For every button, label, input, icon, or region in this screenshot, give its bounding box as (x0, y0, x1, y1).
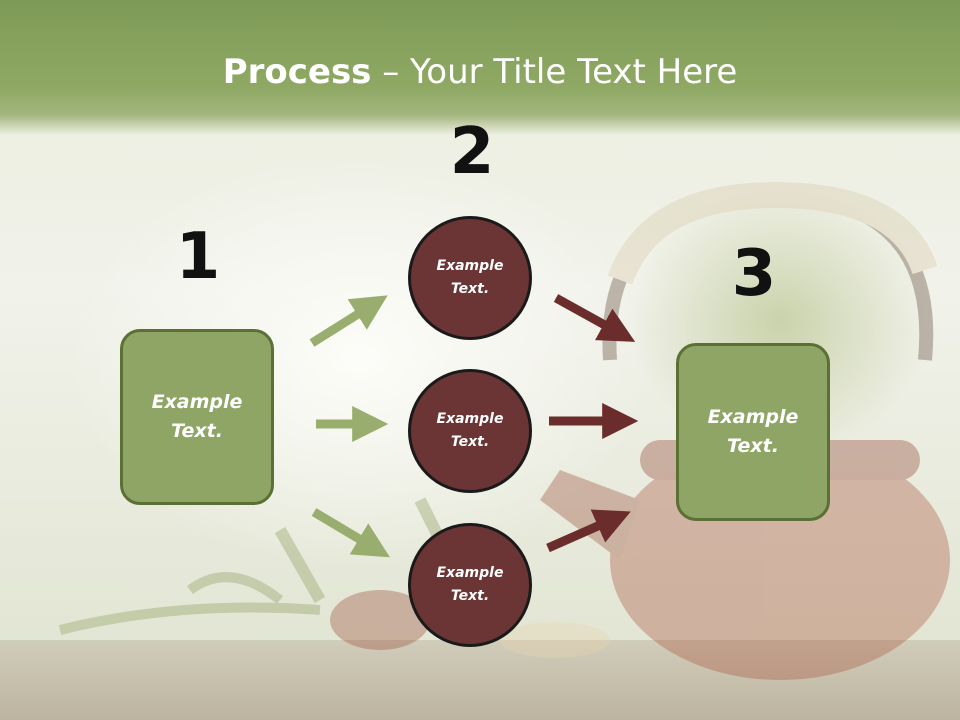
step-number-1: 1 (175, 220, 221, 294)
title-bar (0, 0, 960, 135)
title-rest: – Your Title Text Here (371, 52, 738, 92)
step-2-node-middle: Example Text. (408, 369, 532, 493)
background-table (0, 640, 960, 720)
arrow-top-to-3 (553, 294, 636, 342)
step-2-node-bottom: Example Text. (408, 523, 532, 647)
step-3-box: Example Text. (676, 343, 830, 521)
step-2-node-top: Example Text. (408, 216, 532, 340)
step-1-box: Example Text. (120, 329, 274, 505)
step-number-2: 2 (449, 115, 495, 189)
arrow-bottom-to-3 (546, 509, 631, 553)
title-bold: Process (222, 52, 372, 92)
arrow-1-to-top (309, 295, 388, 347)
arrow-1-to-bottom (311, 508, 390, 558)
slide-title: Process – Your Title Text Here (0, 52, 960, 92)
step-number-3: 3 (731, 237, 777, 311)
